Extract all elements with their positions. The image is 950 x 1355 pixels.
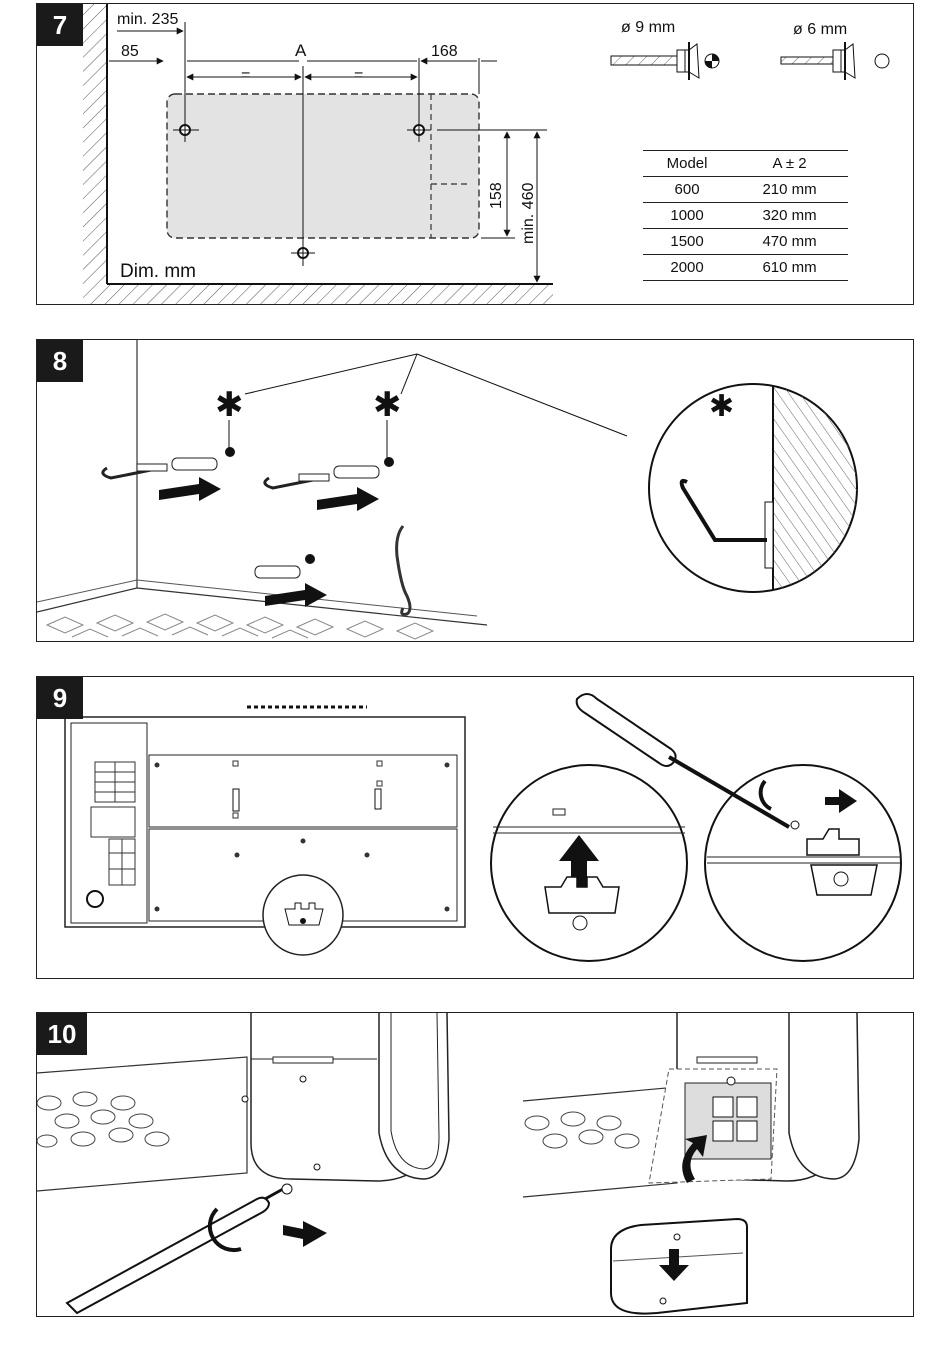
table-cell-a: 210 mm xyxy=(731,177,848,203)
dim-unit-label: Dim. mm xyxy=(120,261,196,282)
step-number-10: 10 xyxy=(37,1013,87,1055)
hook-and-plug-left xyxy=(103,447,235,501)
power-cord xyxy=(397,526,410,614)
wall-plug-installation-diagram: ✱ ✱ xyxy=(37,340,913,641)
heater-side-left xyxy=(37,1013,449,1313)
table-cell-model: 1500 xyxy=(643,229,731,255)
table-cell-model: 1000 xyxy=(643,203,731,229)
dim-168: 168 xyxy=(431,43,458,60)
dim-min-460: min. 460 xyxy=(520,183,537,244)
hook-detail-callout: ✱ xyxy=(649,380,863,600)
heater-side-right xyxy=(523,1013,859,1314)
bracket-slide-detail xyxy=(491,765,687,961)
panel-9: 9 xyxy=(36,676,914,979)
drill-bit-9mm-icon xyxy=(611,42,719,80)
bracket-attachment-diagram xyxy=(37,677,913,978)
table-cell-model: 2000 xyxy=(643,255,731,281)
asterisk-marker: ✱ xyxy=(215,386,244,424)
drill-6mm-label: ø 6 mm xyxy=(793,21,847,38)
drill-bit-6mm-icon xyxy=(781,42,889,80)
heater-back-view xyxy=(65,707,465,955)
panel-10: 10 xyxy=(36,1012,914,1317)
dim-min-235: min. 235 xyxy=(117,11,178,28)
cover-removal-diagram xyxy=(37,1013,913,1316)
plug-bottom xyxy=(255,554,327,607)
asterisk-marker: ✱ xyxy=(373,386,402,424)
dim-158: 158 xyxy=(488,182,505,209)
heater-outline xyxy=(167,94,479,238)
table-cell-a: 610 mm xyxy=(731,255,848,281)
floor-hatch xyxy=(83,284,553,304)
dim-equal-right: = xyxy=(354,67,363,84)
table-header-model: Model xyxy=(643,151,731,177)
hook-and-plug-right xyxy=(265,457,394,511)
table-cell-a: 320 mm xyxy=(731,203,848,229)
dim-a: A xyxy=(295,41,307,60)
dim-85: 85 xyxy=(121,43,139,60)
wall-hatch xyxy=(83,4,107,284)
step-number-7: 7 xyxy=(37,4,83,46)
step-number-8: 8 xyxy=(37,340,83,382)
drill-9mm-label: ø 9 mm xyxy=(621,19,675,36)
table-cell-a: 470 mm xyxy=(731,229,848,255)
asterisk-marker: ✱ xyxy=(709,390,734,423)
panel-8: 8 ✱ ✱ xyxy=(36,339,914,642)
table-header-a: A ± 2 xyxy=(731,151,848,177)
panel-7: 7 xyxy=(36,3,914,305)
step-number-9: 9 xyxy=(37,677,83,719)
table-header-row: Model A ± 2 xyxy=(643,151,848,177)
dim-equal-left: = xyxy=(241,67,250,84)
table-cell-model: 600 xyxy=(643,177,731,203)
